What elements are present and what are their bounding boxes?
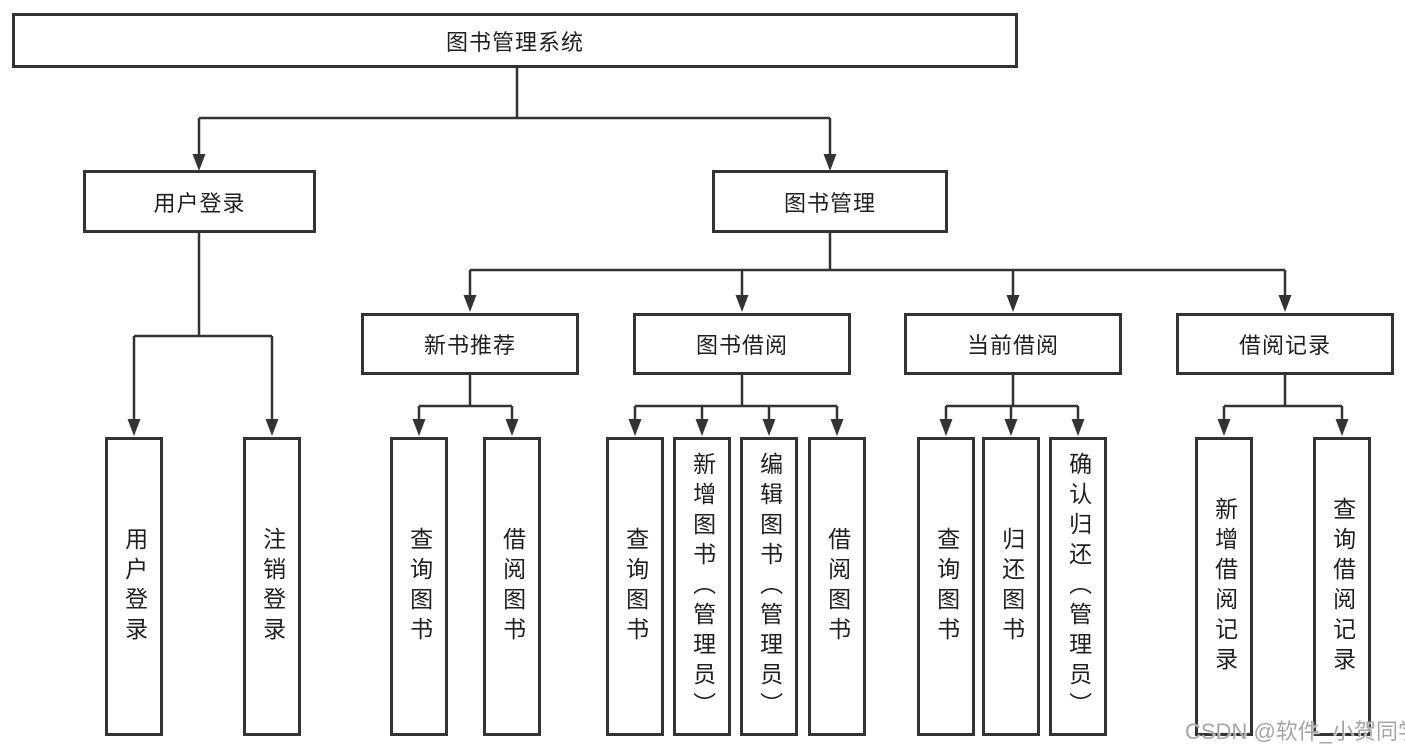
leaf-borrowing-add-book-admin: 新增图书（管理员） xyxy=(673,437,731,736)
connector-paths xyxy=(132,68,1344,421)
leaf-current-confirm-return-admin: 确认归还（管理员） xyxy=(1049,437,1107,736)
leaf-borrowing-query-book: 查询图书 xyxy=(606,437,664,736)
leaf-recommend-borrow-book-label: 借阅图书 xyxy=(499,526,526,647)
node-new-book-recommendation-label: 新书推荐 xyxy=(423,333,516,358)
leaf-current-query-book: 查询图书 xyxy=(917,437,975,736)
node-root: 图书管理系统 xyxy=(12,13,1018,68)
node-new-book-recommendation: 新书推荐 xyxy=(361,313,579,375)
node-book-management-label: 图书管理 xyxy=(783,190,876,216)
leaf-records-add-borrow-record-label: 新增借阅记录 xyxy=(1211,496,1238,677)
node-borrowing-records-label: 借阅记录 xyxy=(1238,333,1331,358)
leaf-records-add-borrow-record: 新增借阅记录 xyxy=(1195,437,1253,736)
leaf-records-query-borrow-record: 查询借阅记录 xyxy=(1313,437,1371,736)
leaf-logout-login-label: 注销登录 xyxy=(259,526,286,647)
node-current-borrowing: 当前借阅 xyxy=(904,313,1122,375)
leaf-logout-login: 注销登录 xyxy=(243,437,301,736)
leaf-user-login-label: 用户登录 xyxy=(121,526,148,647)
leaf-current-return-book: 归还图书 xyxy=(982,437,1040,736)
csdn-watermark: CSDN @软件_小贺同学 xyxy=(1185,719,1405,744)
leaf-current-confirm-return-admin-label: 确认归还（管理员） xyxy=(1065,451,1092,722)
leaf-recommend-query-book: 查询图书 xyxy=(390,437,448,736)
leaf-recommend-borrow-book: 借阅图书 xyxy=(483,437,541,736)
arrowheads xyxy=(127,154,1349,436)
leaf-borrowing-edit-book-admin: 编辑图书（管理员） xyxy=(740,437,798,736)
leaf-borrowing-query-book-label: 查询图书 xyxy=(622,526,649,647)
leaf-borrowing-borrow-book: 借阅图书 xyxy=(808,437,866,736)
node-current-borrowing-label: 当前借阅 xyxy=(966,333,1059,358)
leaf-current-return-book-label: 归还图书 xyxy=(998,526,1025,647)
node-book-borrowing: 图书借阅 xyxy=(633,313,851,375)
node-user-login: 用户登录 xyxy=(83,170,316,233)
leaf-recommend-query-book-label: 查询图书 xyxy=(406,526,433,647)
leaf-user-login: 用户登录 xyxy=(105,437,163,736)
leaf-borrowing-borrow-book-label: 借阅图书 xyxy=(824,526,851,647)
leaf-borrowing-edit-book-admin-label: 编辑图书（管理员） xyxy=(756,451,783,722)
node-book-management: 图书管理 xyxy=(712,170,948,233)
node-borrowing-records: 借阅记录 xyxy=(1176,313,1394,375)
node-book-borrowing-label: 图书借阅 xyxy=(695,333,788,358)
leaf-current-query-book-label: 查询图书 xyxy=(933,526,960,647)
leaf-records-query-borrow-record-label: 查询借阅记录 xyxy=(1329,496,1356,677)
node-user-login-label: 用户登录 xyxy=(153,190,246,216)
leaf-borrowing-add-book-admin-label: 新增图书（管理员） xyxy=(689,451,716,722)
node-root-label: 图书管理系统 xyxy=(445,29,584,55)
